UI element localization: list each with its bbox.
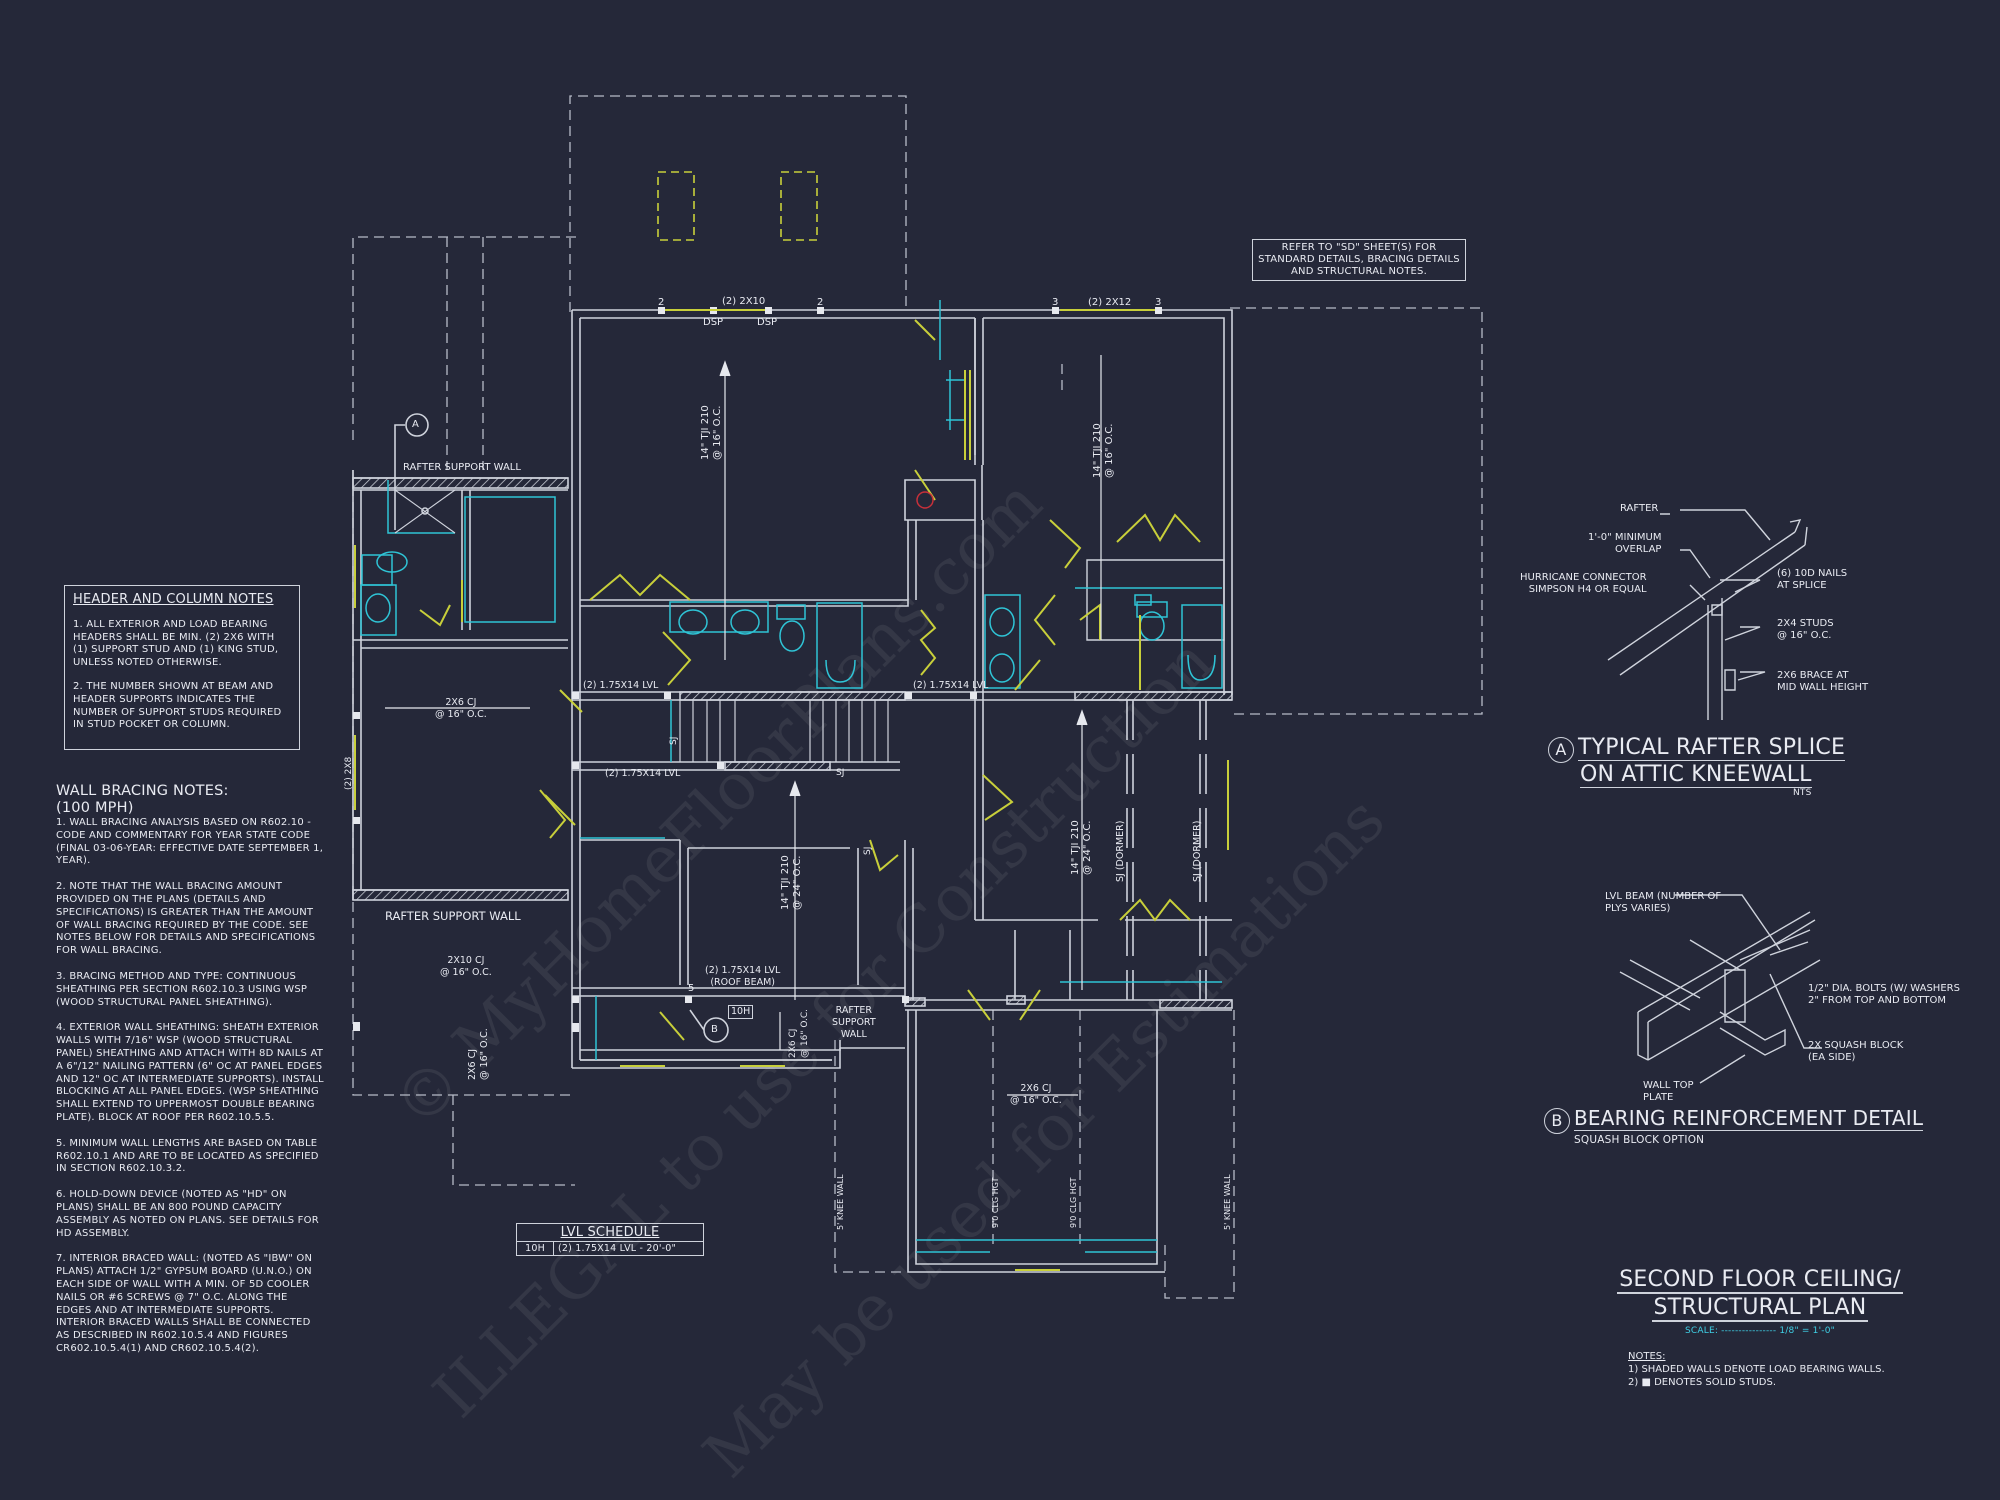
clg-hgt-label-1: 9'0 CLG HGT: [991, 1177, 1000, 1228]
detail-a-callout-nails: (6) 10d NAILS AT SPLICE: [1777, 568, 1848, 591]
detail-b-callout-plate: WALL TOP PLATE: [1643, 1080, 1694, 1103]
drawing-notes: NOTES: 1) SHADED WALLS DENOTE LOAD BEARI…: [1628, 1350, 1885, 1389]
detail-a-callout-rafter: RAFTER: [1620, 503, 1659, 514]
wall-bracing-notes: WALL BRACING NOTES: (100 MPH) 1. WALL BR…: [56, 783, 326, 1369]
detail-a-callout-overlap: 1'-0" MINIMUM OVERLAP: [1588, 532, 1662, 555]
rafter-support-wall-mid: RAFTER SUPPORT WALL: [832, 1005, 876, 1040]
lvl-schedule-row: 10H (2) 1.75x14 LVL - 20'-0": [517, 1242, 703, 1255]
drawing-notes-heading: NOTES:: [1628, 1351, 1666, 1362]
wall-bracing-note-7: 7. INTERIOR BRACED WALL: (NOTED AS "IBW"…: [56, 1253, 313, 1354]
stud-count: 2: [817, 297, 824, 308]
cj-label-mid: 2x6 CJ @ 16" O.C.: [788, 1008, 810, 1058]
sj-label: SJ: [669, 736, 679, 745]
dsp-label-1: DSP: [703, 317, 724, 328]
lvl-schedule-title: LVL SCHEDULE: [517, 1224, 703, 1242]
detail-a-title-line-2: ON ATTIC KNEEWALL: [1580, 761, 1812, 788]
drawing-scale: SCALE: ---------------- 1/8" = 1'-0": [1685, 1326, 1835, 1336]
detail-a-title-line-1: TYPICAL RAFTER SPLICE: [1578, 735, 1846, 761]
rafter-support-wall-left: RAFTER SUPPORT WALL: [385, 909, 521, 923]
header-label-top-left: (2) 2x10: [722, 296, 766, 307]
wall-bracing-note-5: 5. MINIMUM WALL LENGTHS ARE BASED ON TAB…: [56, 1137, 319, 1175]
wall-bracing-note-6: 6. HOLD-DOWN DEVICE (NOTED AS "HD" ON PL…: [56, 1189, 319, 1239]
detail-a-scale: NTS: [1793, 787, 1812, 798]
header-column-note-2: 2. THE NUMBER SHOWN AT BEAM AND HEADER S…: [73, 681, 282, 731]
callout-b-letter: B: [711, 1024, 718, 1035]
side-header-label: (2) 2x8: [344, 756, 354, 790]
dsp-label-2: DSP: [757, 317, 778, 328]
drawing-title-line-2: STRUCTURAL PLAN: [1651, 1295, 1869, 1322]
wall-bracing-note-3: 3. BRACING METHOD AND TYPE: CONTINUOUS S…: [56, 970, 308, 1008]
callout-a-letter: A: [412, 419, 419, 430]
stud-count: 3: [1155, 297, 1162, 308]
detail-a-callout-studs: 2x4 STUDS @ 16" O.C.: [1777, 618, 1834, 641]
reference-note: REFER TO "SD" SHEET(S) FOR STANDARD DETA…: [1252, 239, 1466, 281]
stud-count: 5: [688, 983, 695, 994]
drawing-note-2: 2) ■ DENOTES SOLID STUDS.: [1628, 1377, 1777, 1388]
header-label-top-right: (2) 2x12: [1088, 297, 1132, 308]
detail-b-callout-beam: LVL BEAM (NUMBER OF PLYS VARIES): [1605, 891, 1722, 914]
lvl-beam-label-lower: (2) 1.75x14 LVL: [605, 768, 681, 779]
lvl-beam-label-left: (2) 1.75x14 LVL: [583, 680, 659, 691]
sj-dormer-label-1: SJ (DORMER): [1115, 820, 1126, 882]
drawing-title-line-1: SECOND FLOOR CEILING/: [1617, 1267, 1903, 1294]
detail-b-subtitle: SQUASH BLOCK OPTION: [1574, 1133, 1705, 1146]
header-column-note-1: 1. ALL EXTERIOR AND LOAD BEARING HEADERS…: [73, 619, 279, 668]
sj-dormer-label-2: SJ (DORMER): [1192, 820, 1203, 882]
detail-a-callout-connector: HURRICANE CONNECTOR SIMPSON H4 OR EQUAL: [1520, 572, 1647, 595]
cj-label-left-upper: 2x6 CJ @ 16" O.C.: [435, 697, 487, 720]
cj-label-left-lower: 2x10 CJ @ 16" O.C.: [440, 955, 492, 978]
detail-b-callout-squash: 2x SQUASH BLOCK (EA SIDE): [1808, 1040, 1904, 1063]
detail-a-callout-brace: 2x6 BRACE AT MID WALL HEIGHT: [1777, 670, 1869, 693]
lvl-schedule: LVL SCHEDULE 10H (2) 1.75x14 LVL - 20'-0…: [516, 1223, 704, 1256]
joist-label-left-room: 14" TJI 210 @ 16" O.C.: [700, 405, 723, 460]
joist-label-right-room: 14" TJI 210 @ 16" O.C.: [1092, 423, 1115, 478]
header-column-notes: HEADER AND COLUMN NOTES 1. ALL EXTERIOR …: [64, 585, 300, 750]
lvl-mark: 10H: [517, 1242, 554, 1255]
cj-label-bottom-left: 2x6 CJ @ 16" O.C.: [467, 1028, 490, 1080]
wall-bracing-note-4: 4. EXTERIOR WALL SHEATHING: SHEATH EXTER…: [56, 1022, 324, 1123]
knee-wall-label-left: 5' KNEE WALL: [836, 1174, 845, 1230]
drawing-note-1: 1) SHADED WALLS DENOTE LOAD BEARING WALL…: [1628, 1364, 1885, 1375]
stud-count: 2: [658, 297, 665, 308]
drawing-title-block: SECOND FLOOR CEILING/ STRUCTURAL PLAN SC…: [1610, 1268, 1910, 1336]
detail-a-tag: A: [1548, 736, 1574, 763]
rafter-support-wall-top: RAFTER SUPPORT WALL: [403, 462, 521, 473]
lvl-description: (2) 1.75x14 LVL - 20'-0": [558, 1243, 677, 1254]
wall-bracing-subtitle: (100 MPH): [56, 800, 134, 816]
roof-beam-label: (2) 1.75x14 LVL (ROOF BEAM): [705, 965, 781, 988]
wall-bracing-note-2: 2. NOTE THAT THE WALL BRACING AMOUNT PRO…: [56, 881, 316, 957]
joist-label-right-lower: 14" TJI 210 @ 24" O.C.: [1070, 820, 1093, 875]
header-column-notes-title: HEADER AND COLUMN NOTES: [73, 592, 274, 607]
wall-bracing-title: WALL BRACING NOTES:: [56, 783, 229, 799]
knee-wall-label-right: 5' KNEE WALL: [1223, 1174, 1232, 1230]
wall-bracing-note-1: 1. WALL BRACING ANALYSIS BASED ON R602.1…: [56, 817, 324, 867]
detail-b-title-text: BEARING REINFORCEMENT DETAIL: [1574, 1106, 1924, 1131]
joist-label-mid: 14" TJI 210 @ 24" O.C.: [780, 855, 803, 910]
beam-mark-10h: 10H: [728, 1005, 754, 1019]
clg-hgt-label-2: 9'0 CLG HGT: [1069, 1177, 1078, 1228]
lvl-beam-label-right: (2) 1.75x14 LVL: [913, 680, 989, 691]
sj-label: SJ: [836, 768, 845, 778]
sj-label: SJ: [863, 846, 873, 855]
cj-label-bottom-right: 2x6 CJ @ 16" O.C.: [1010, 1083, 1062, 1106]
detail-b-callout-bolts: 1/2" DIA. BOLTS (W/ WASHERS 2" FROM TOP …: [1808, 983, 1960, 1006]
detail-b-tag: B: [1544, 1107, 1570, 1134]
stud-count: 3: [1052, 297, 1059, 308]
